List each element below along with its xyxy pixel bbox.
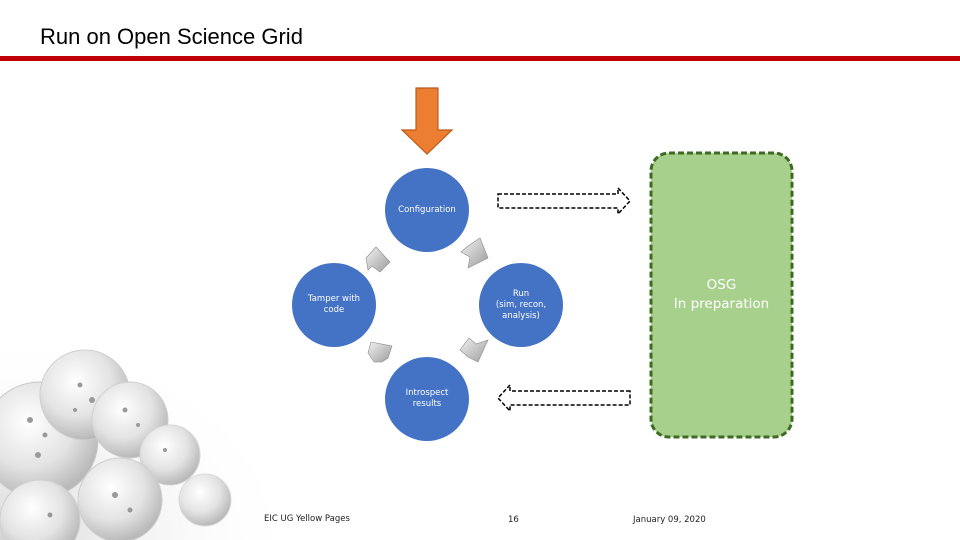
arrow-to-osg (498, 188, 630, 214)
input-arrow (402, 88, 452, 154)
arrow-from-osg (498, 385, 630, 411)
cycle-arrow-config-to-run (461, 238, 488, 268)
node-tamper-label: Tamper with code (292, 294, 376, 316)
page-number: 16 (508, 515, 519, 525)
node-configuration-label: Configuration (385, 205, 469, 216)
footer-date: January 09, 2020 (633, 515, 706, 525)
footer-left-text: EIC UG Yellow Pages (264, 514, 350, 524)
cycle-arrow-introspect-to-tamper (368, 342, 392, 362)
cycle-arrow-tamper-to-config (366, 247, 390, 272)
osg-box-label: OSG In preparation (651, 276, 792, 314)
cycle-arrow-run-to-introspect (460, 338, 488, 362)
node-run-label: Run (sim, recon, analysis) (479, 289, 563, 322)
node-introspect-label: Introspect results (385, 388, 469, 410)
